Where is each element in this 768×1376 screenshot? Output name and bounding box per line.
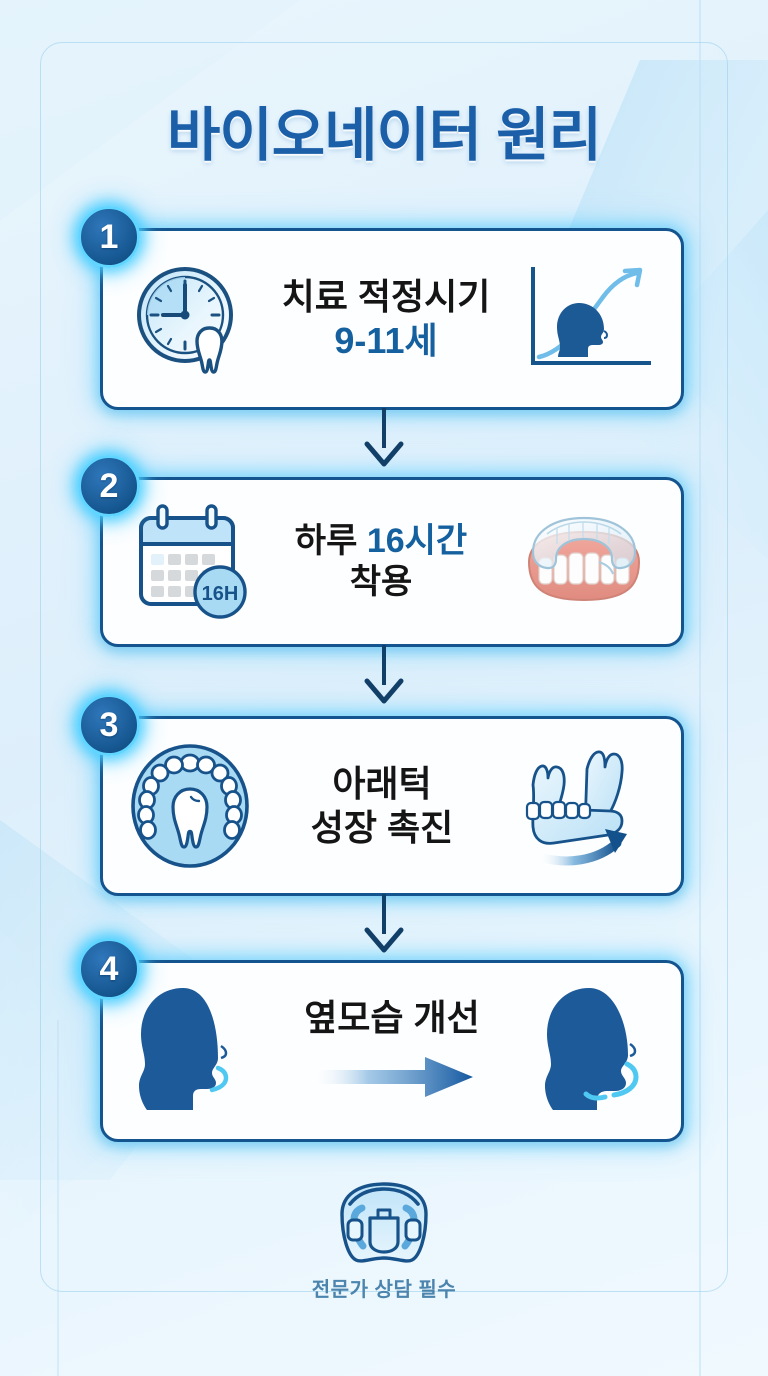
arrow-down-1	[0, 408, 768, 475]
step-badge-2: 2	[78, 455, 140, 517]
arrow-down-2	[0, 645, 768, 712]
step-2-line1-prefix: 하루	[294, 521, 367, 560]
step-badge-3: 3	[78, 694, 140, 756]
step-text-4: 옆모습 개선	[253, 996, 531, 1105]
step-number-1: 1	[99, 218, 119, 256]
head-profile-before-icon	[125, 976, 253, 1126]
step-card-3[interactable]: 아래턱 성장 촉진	[100, 716, 684, 896]
step-number-3: 3	[99, 706, 119, 744]
arrow-down-3	[0, 894, 768, 961]
clock-tooth-icon	[125, 255, 253, 383]
step-2-line2: 착용	[349, 563, 413, 601]
outer-frame	[40, 42, 728, 1292]
footer-section: 전문가 상담 필수	[0, 1178, 768, 1302]
bionator-appliance-icon	[0, 1178, 768, 1269]
mandible-growth-arrow-icon	[509, 739, 659, 874]
step-badge-1: 1	[78, 206, 140, 268]
gradient-right-arrow-icon	[259, 1054, 525, 1106]
calendar-hours-badge-label: 16H	[202, 583, 239, 605]
dental-arch-icon	[125, 741, 255, 871]
dental-appliance-icon	[509, 500, 659, 625]
step-text-1: 치료 적정시기 9-11세	[253, 275, 519, 363]
calendar-16h-icon: 16H	[125, 502, 253, 622]
step-number-2: 2	[99, 467, 119, 505]
step-card-1[interactable]: 치료 적정시기 9-11세	[100, 228, 684, 410]
head-profile-after-icon	[531, 976, 659, 1126]
step-card-4[interactable]: 옆모습 개선	[100, 960, 684, 1142]
footer-caption: 전문가 상담 필수	[311, 1279, 457, 1301]
step-1-line1: 치료 적정시기	[281, 276, 491, 318]
step-1-highlight: 9-11세	[334, 320, 438, 361]
step-text-3: 아래턱 성장 촉진	[255, 762, 509, 850]
step-3-line2: 성장 촉진	[310, 807, 454, 848]
step-text-2: 하루 16시간 착용	[253, 521, 509, 604]
growth-chart-head-icon	[519, 259, 659, 379]
page-title: 바이오네이터 원리	[167, 103, 602, 168]
step-card-2[interactable]: 16H 하루 16시간 착용	[100, 477, 684, 647]
step-2-highlight: 16시간	[366, 521, 468, 560]
step-number-4: 4	[99, 950, 119, 988]
step-badge-4: 4	[78, 938, 140, 1000]
step-3-line1: 아래턱	[332, 763, 432, 805]
step-4-line1: 옆모습 개선	[304, 997, 480, 1039]
